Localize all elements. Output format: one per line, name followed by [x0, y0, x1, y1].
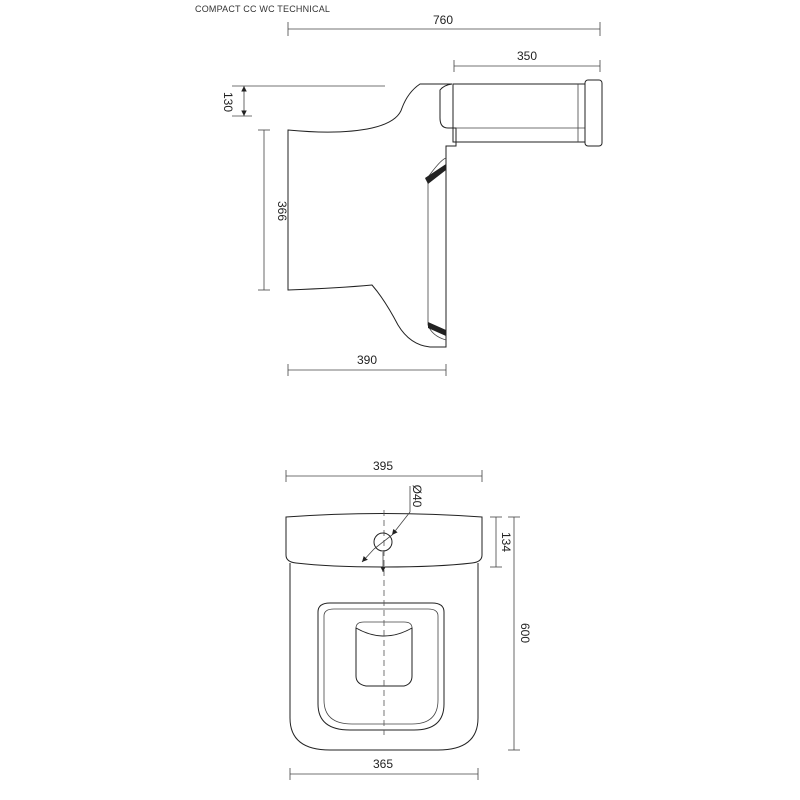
- dim-760-label: 760: [433, 13, 453, 27]
- side-view: 760 350 130 366 390: [221, 13, 603, 376]
- dim-130-label: 130: [221, 92, 235, 112]
- pan-inner-outline: [425, 157, 447, 341]
- bowl-inner-outline: [323, 608, 439, 725]
- pan-body-outline: [287, 83, 457, 348]
- cistern-body: [452, 83, 586, 143]
- drawing-title: COMPACT CC WC TECHNICAL: [195, 4, 331, 14]
- pan-rim-mark-bottom: [428, 322, 446, 336]
- pan-rim-mark-top: [425, 164, 446, 184]
- dim-365-label: 365: [373, 757, 393, 771]
- flush-hole: [373, 532, 393, 552]
- dim-395-label: 395: [373, 459, 393, 473]
- pan-top-outline: [289, 563, 479, 751]
- top-view: 395 Ø40 134 600 365: [285, 459, 532, 780]
- cistern-top-outline: [285, 513, 483, 568]
- cistern-lid: [584, 79, 603, 147]
- trap-outline: [355, 627, 413, 687]
- dim-366-label: 366: [275, 201, 289, 221]
- dim-390-label: 390: [357, 353, 377, 367]
- dim-134-label: 134: [499, 532, 513, 552]
- dim-350-label: 350: [517, 49, 537, 63]
- dim-600-label: 600: [518, 623, 532, 643]
- dim-hole-label: Ø40: [410, 485, 424, 508]
- bowl-outer-outline: [317, 602, 445, 731]
